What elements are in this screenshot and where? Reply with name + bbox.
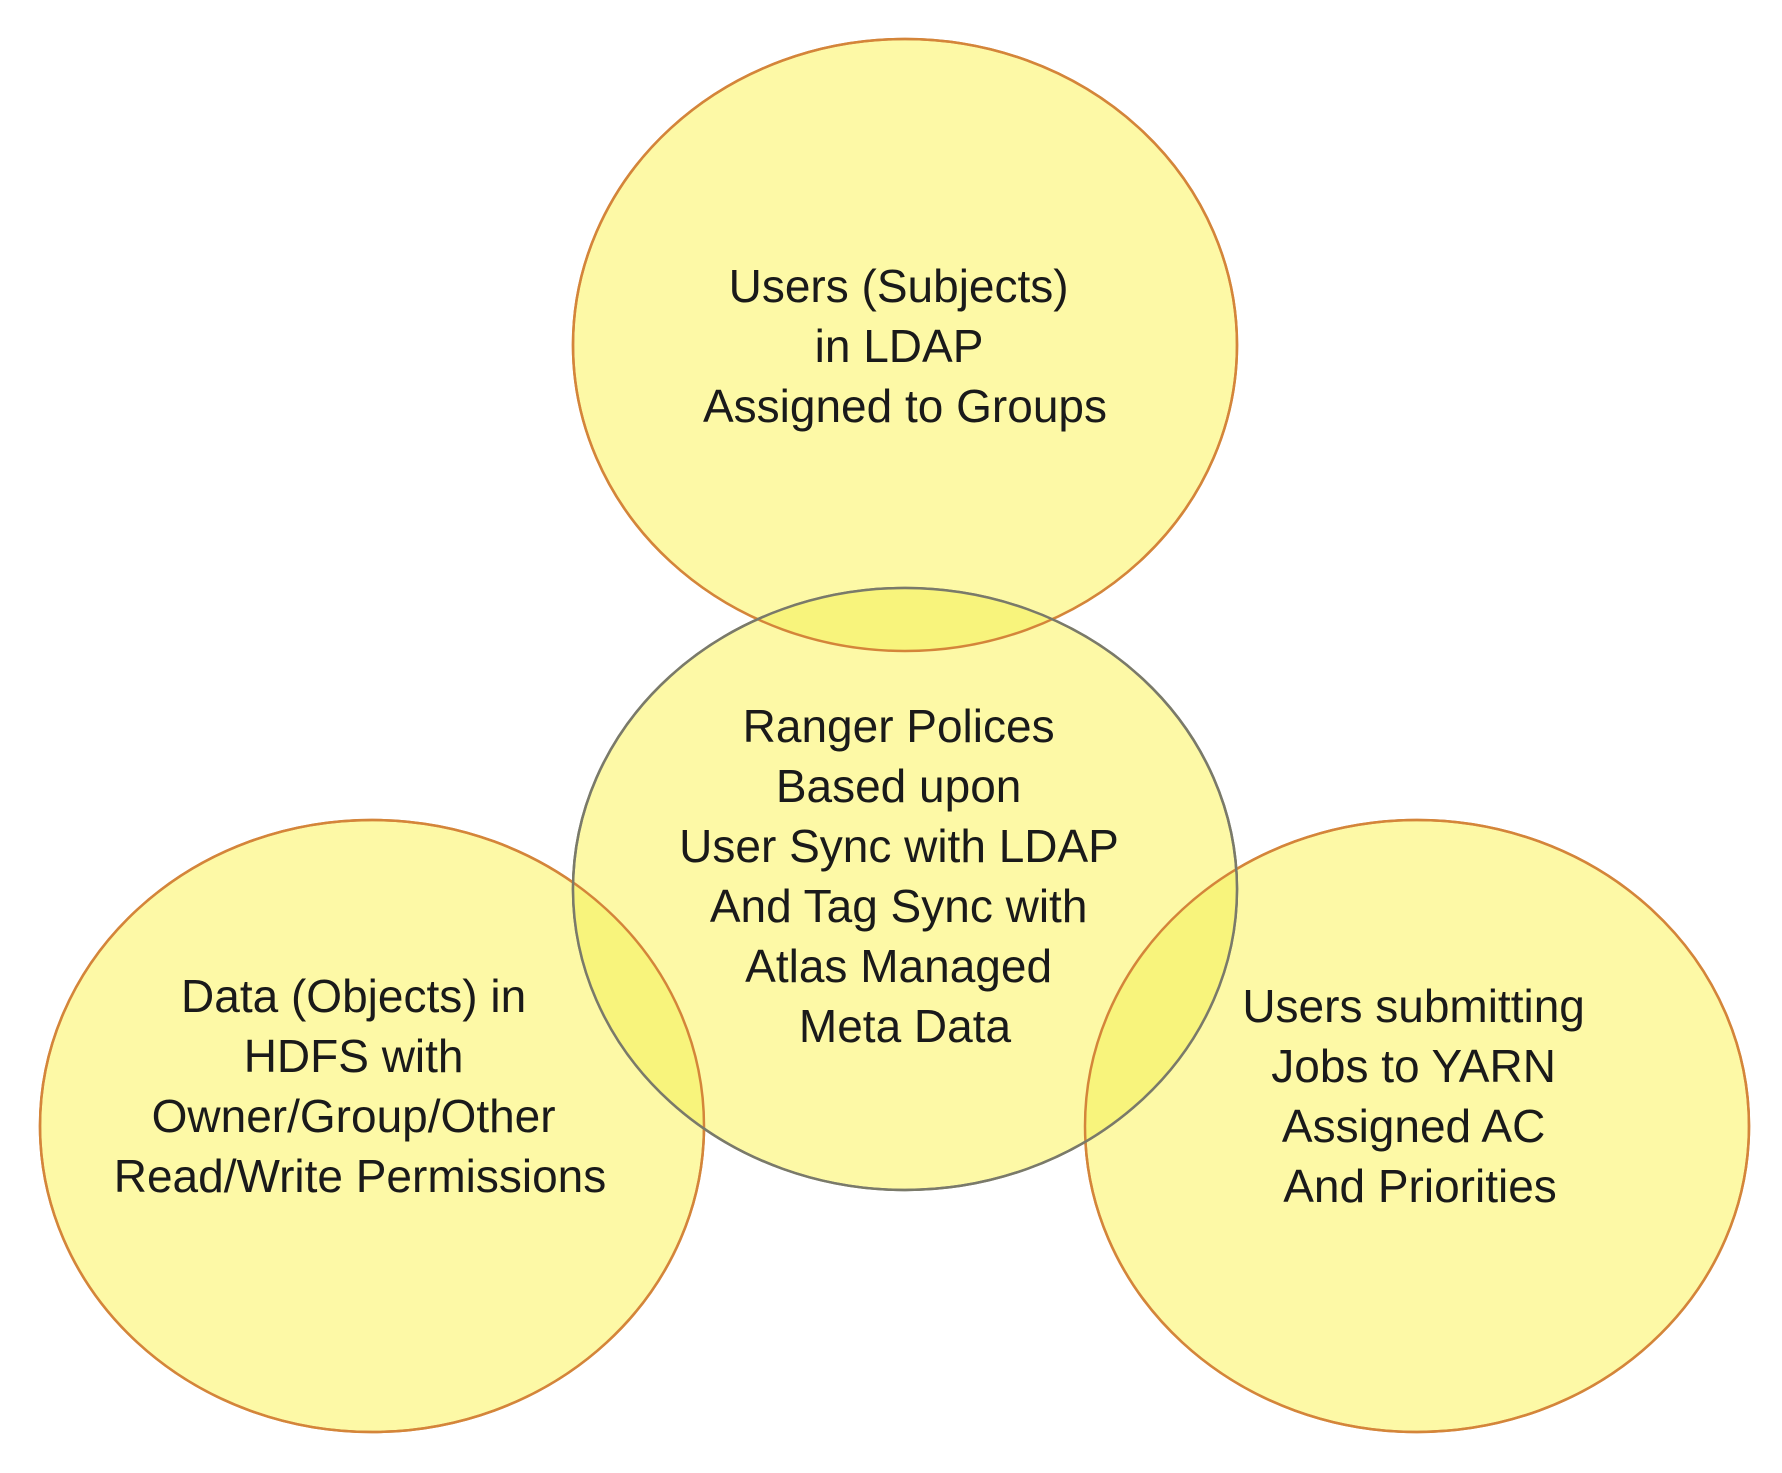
left-circle-text: Data (Objects) in HDFS with Owner/Group/…	[114, 970, 607, 1202]
right-line-1: Users submitting	[1242, 980, 1585, 1032]
right-line-4: And Priorities	[1283, 1160, 1557, 1212]
top-line-2: in LDAP	[815, 320, 983, 372]
left-line-2: HDFS with	[244, 1030, 464, 1082]
right-line-2: Jobs to YARN	[1271, 1040, 1556, 1092]
left-line-4: Read/Write Permissions	[114, 1150, 607, 1202]
center-circle-text: Ranger Polices Based upon User Sync with…	[679, 700, 1131, 1052]
center-line-1: Ranger Polices	[743, 700, 1055, 752]
top-line-3: Assigned to Groups	[703, 380, 1107, 432]
left-line-3: Owner/Group/Other	[152, 1090, 556, 1142]
center-outline	[571, 586, 1239, 1192]
top-circle-text: Users (Subjects) in LDAP Assigned to Gro…	[703, 260, 1107, 432]
top-outline	[571, 37, 1239, 653]
center-line-2: Based upon	[776, 760, 1022, 812]
center-line-3: User Sync with LDAP	[679, 820, 1118, 872]
center-line-5: Atlas Managed	[745, 940, 1052, 992]
left-line-1: Data (Objects) in	[181, 970, 526, 1022]
center-line-4: And Tag Sync with	[710, 880, 1088, 932]
right-line-3: Assigned AC	[1282, 1100, 1545, 1152]
right-outline	[1083, 818, 1751, 1434]
top-line-1: Users (Subjects)	[729, 260, 1069, 312]
right-circle-text: Users submitting Jobs to YARN Assigned A…	[1242, 980, 1597, 1212]
left-outline	[38, 818, 706, 1434]
center-line-6: Meta Data	[799, 1000, 1012, 1052]
